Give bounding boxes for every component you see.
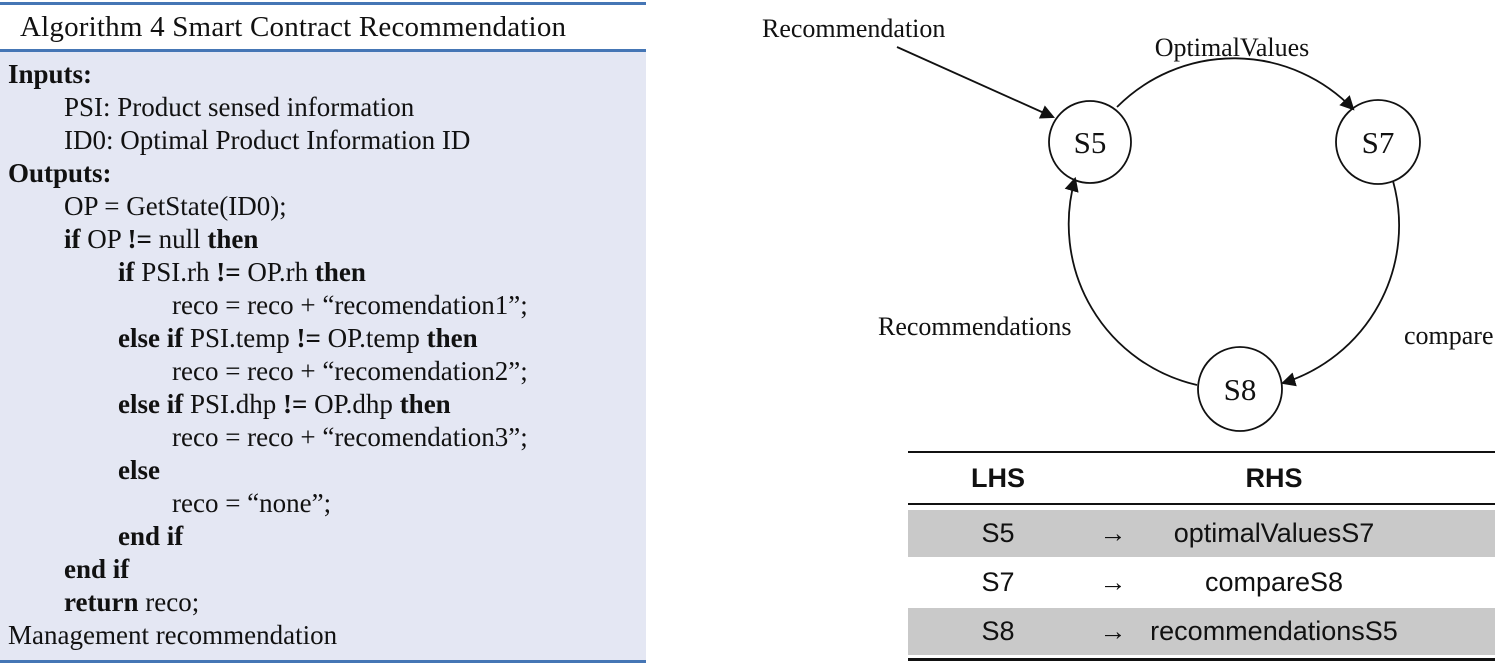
edge-s5-to-s7-arc [1116,57,1355,111]
code-text: PSI.dhp [183,389,284,419]
state-node-s5 [1048,100,1132,184]
code-text: Management recommendation [8,620,338,650]
keyword-text: then [426,323,478,353]
keyword-text: if [64,224,81,254]
algorithm-line: else [0,454,646,487]
state-node-s7-label: S7 [1362,125,1395,160]
edge-s7-to-s8-arc [1280,180,1400,387]
code-text: OP [80,224,128,254]
algorithm-line: return reco; [0,586,646,619]
algorithm-line: reco = reco + “recomendation1”; [0,289,646,322]
keyword-text: if [118,257,135,287]
state-diagram: S5 S7 S8 Recommendation OptimalValues co… [740,0,1504,450]
algorithm-line: reco = reco + “recomendation3”; [0,421,646,454]
keyword-text: != [216,257,241,287]
code-text: OP.rh [240,257,315,287]
code-text: PSI.temp [183,323,297,353]
keyword-text: then [207,224,259,254]
algorithm-line: ID0: Optimal Product Information ID [0,124,646,157]
keyword-text: return [64,587,139,617]
algorithm-line: if PSI.rh != OP.rh then [0,256,646,289]
algorithm-line: else if PSI.temp != OP.temp then [0,322,646,355]
code-text: OP.temp [320,323,427,353]
algorithm-line: reco = “none”; [0,487,646,520]
table-row: S8 → recommendationsS5 [908,608,1495,655]
keyword-text: Inputs: [8,59,93,89]
code-text: reco = reco + “recomendation3”; [172,422,528,452]
recommendation-entry-arrow [896,46,1055,119]
keyword-text: Outputs: [8,158,112,188]
right-arrow-icon: → [1099,518,1127,548]
keyword-text: else if [118,389,184,419]
algorithm-line: else if PSI.dhp != OP.dhp then [0,388,646,421]
keyword-text: != [127,224,152,254]
keyword-text: != [283,389,308,419]
algorithm-line: PSI: Product sensed information [0,91,646,124]
algorithm-line: end if [0,520,646,553]
code-text: ID0: Optimal Product Information ID [64,125,471,155]
edge-s8-to-s5-arc [1064,176,1198,386]
top-rule [0,2,646,5]
keyword-text: != [296,323,321,353]
code-text: reco; [138,587,200,617]
code-text: OP.dhp [307,389,400,419]
algorithm-panel: Algorithm 4 Smart Contract Recommendatio… [0,2,646,663]
algorithm-line: if OP != null then [0,223,646,256]
lhs-cell: S7 [981,567,1015,597]
edge-compare-label: compare [1404,321,1494,350]
transition-table-header: LHS RHS [908,451,1495,505]
code-text: PSI: Product sensed information [64,92,415,122]
algorithm-title: Algorithm 4 Smart Contract Recommendatio… [0,5,646,49]
keyword-text: end if [118,521,184,551]
code-text: null [151,224,208,254]
table-bottom-rule [908,658,1495,661]
keyword-text: else if [118,323,184,353]
algorithm-line: Management recommendation [0,619,646,652]
state-node-s8-label: S8 [1224,372,1257,407]
state-node-s8 [1197,346,1283,432]
right-arrow-icon: → [1099,567,1127,597]
right-arrow-icon: → [1099,616,1127,646]
code-text: reco = reco + “recomendation1”; [172,290,528,320]
lhs-cell: S8 [981,616,1015,646]
keyword-text: else [118,455,160,485]
recommendation-entry-label: Recommendation [762,14,945,43]
code-text: reco = “none”; [172,488,332,518]
title-rule [0,49,646,52]
state-node-s5-label: S5 [1074,125,1107,160]
algorithm-line: OP = GetState(ID0); [0,190,646,223]
rhs-header: RHS [1245,462,1303,493]
state-node-s7 [1335,99,1421,185]
code-text: OP = GetState(ID0); [64,191,287,221]
keyword-text: then [314,257,366,287]
algorithm-line: end if [0,553,646,586]
rhs-cell: optimalValuesS7 [1173,518,1375,548]
rhs-cell: recommendationsS5 [1150,616,1398,646]
table-row: S5 → optimalValuesS7 [908,510,1495,557]
keyword-text: then [399,389,451,419]
table-row: S7 → compareS8 [908,557,1495,608]
edge-optimalvalues-label: OptimalValues [1155,33,1310,62]
rhs-cell: compareS8 [1204,567,1344,597]
lhs-cell: S5 [981,518,1015,548]
code-text: reco = reco + “recomendation2”; [172,356,528,386]
lhs-header: LHS [971,462,1025,493]
algorithm-line: Outputs: [0,157,646,190]
bottom-rule [0,660,646,663]
algorithm-line: reco = reco + “recomendation2”; [0,355,646,388]
keyword-text: end if [64,554,130,584]
edge-recommendations-label: Recommendations [878,312,1072,341]
algorithm-line: Inputs: [0,58,646,91]
code-text: PSI.rh [134,257,217,287]
